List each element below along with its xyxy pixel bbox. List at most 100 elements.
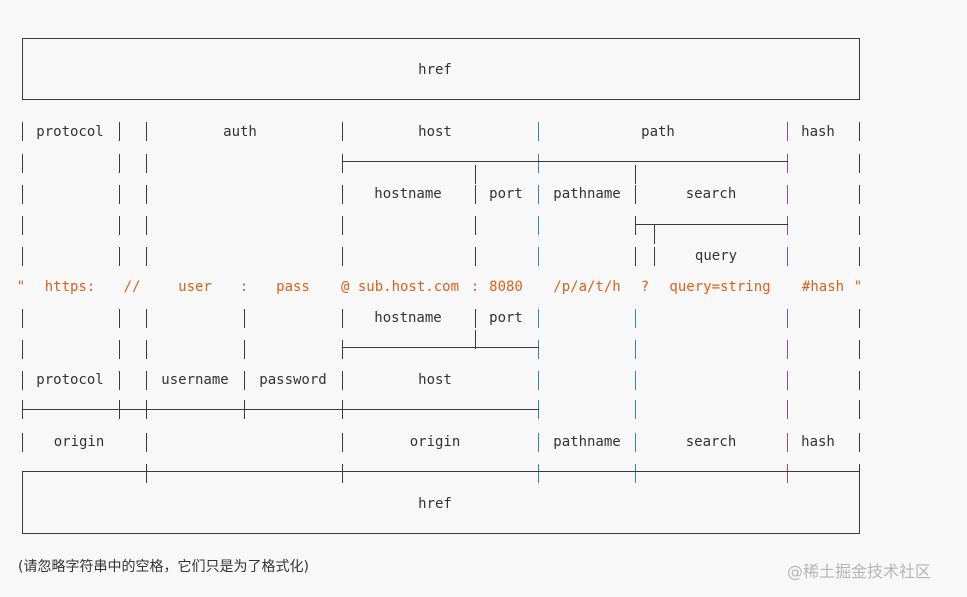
search-left-rule-top — [635, 185, 636, 204]
url-path: /p/a/t/h — [553, 279, 621, 295]
bottom-search-left-rule — [635, 400, 636, 419]
bottom-port-left-rule — [475, 330, 476, 349]
port-left-rule-top — [475, 216, 476, 235]
bottom-right-outer-rule — [859, 400, 860, 419]
url-open-quote: " — [16, 279, 26, 295]
bottom-hash-left-rule — [787, 433, 788, 452]
bottom-right-outer-rule — [859, 309, 860, 328]
url-query: query=string — [669, 279, 771, 295]
href-top-border — [22, 38, 860, 39]
protocol-left-rule — [22, 154, 23, 173]
bottom-protocol-label: protocol — [36, 372, 104, 388]
protocol-right-rule — [119, 154, 120, 173]
url-colon-auth: : — [239, 279, 249, 295]
hash-left-rule — [787, 122, 788, 141]
bottom-search-left-rule — [635, 433, 636, 452]
slashes-right-rule — [146, 154, 147, 173]
bottom-host-left-rule — [342, 433, 343, 452]
bottom-path-left-rule — [538, 309, 539, 328]
url-hash: #hash — [801, 279, 845, 295]
top-protocol-label: protocol — [36, 124, 104, 140]
slashes-right-rule — [146, 216, 147, 235]
bottom-right-outer-rule — [859, 340, 860, 359]
port-left-rule-top — [475, 165, 476, 184]
bottom-path-left-rule — [538, 433, 539, 452]
protocol-right-rule — [119, 185, 120, 204]
bottom-href-label: href — [418, 496, 452, 512]
bottom-hash-left-rule — [787, 340, 788, 359]
top-hash-label: hash — [801, 124, 835, 140]
bottom-host-left-rule — [342, 340, 343, 359]
host-left-rule — [342, 216, 343, 235]
protocol-left-rule — [22, 122, 23, 141]
bottom-protocol-right-rule — [119, 371, 120, 390]
path-left-rule — [538, 122, 539, 141]
top-pathname-label: pathname — [553, 186, 621, 202]
url-port: 8080 — [489, 279, 523, 295]
bottom-search-label: search — [685, 434, 737, 450]
host-left-rule — [342, 247, 343, 266]
right-outer-rule — [859, 247, 860, 266]
protocol-left-rule — [22, 216, 23, 235]
bottom-user-pass-rule — [244, 371, 245, 390]
bottom-search-left-rule — [635, 340, 636, 359]
origin-left-outer — [22, 433, 23, 452]
bottom-href-right-border — [859, 471, 860, 534]
query-left-rule-a — [635, 216, 636, 235]
bottom-href-bottom-border — [22, 533, 860, 534]
bottom-user-pass-rule — [244, 309, 245, 328]
bottom-hash-left-rule — [787, 400, 788, 419]
right-outer-rule — [859, 122, 860, 141]
bottom-left-rule — [22, 309, 23, 328]
bottom-path-left-rule — [538, 371, 539, 390]
bottom-username-label: username — [161, 372, 229, 388]
href-left-border — [22, 38, 23, 100]
href-right-border — [859, 38, 860, 100]
bottom-search-left-rule — [635, 309, 636, 328]
protocol-left-rule — [22, 247, 23, 266]
url-close-quote: " — [853, 279, 863, 295]
url-protocol: https: — [44, 279, 96, 295]
top-search-label: search — [685, 186, 737, 202]
bottom-path-left-rule — [538, 340, 539, 359]
bottom-left-rule — [22, 371, 23, 390]
hash-left-rule — [787, 154, 788, 173]
search-left-rule-top — [635, 165, 636, 184]
bottom-host-label: host — [418, 372, 452, 388]
bottom-protocol-right-rule — [119, 309, 120, 328]
bottom-port-label: port — [489, 310, 523, 326]
bottom-hash-left-rule — [787, 309, 788, 328]
host-bottom-divider — [342, 347, 539, 348]
url-slashes: // — [123, 279, 141, 295]
bottom-slashes-right-rule — [146, 340, 147, 359]
bottom-host-left-rule — [342, 371, 343, 390]
query-left-rule-a — [635, 247, 636, 266]
path-left-rule — [538, 216, 539, 235]
top-hostname-label: hostname — [374, 186, 442, 202]
host-left-rule — [342, 154, 343, 173]
bottom-search-left-rule — [635, 464, 636, 483]
url-pass: pass — [276, 279, 310, 295]
slashes-right-rule — [146, 122, 147, 141]
top-host-label: host — [418, 124, 452, 140]
bottom-password-label: password — [259, 372, 327, 388]
bottom-slashes-right-rule — [146, 309, 147, 328]
url-colon-port: : — [470, 279, 480, 295]
bottom-hash-label: hash — [801, 434, 835, 450]
bottom-host-left-rule — [342, 309, 343, 328]
bottom-hash-left-rule — [787, 371, 788, 390]
href-bottom-border — [22, 99, 860, 100]
path-left-rule — [538, 154, 539, 173]
bottom-href-left-border — [22, 471, 23, 534]
slashes-right-rule — [146, 185, 147, 204]
url-question: ? — [640, 279, 650, 295]
host-left-rule — [342, 185, 343, 204]
bottom-slashes-right-rule — [146, 464, 147, 483]
url-user: user — [178, 279, 212, 295]
hash-left-rule — [787, 185, 788, 204]
protocol-right-rule — [119, 216, 120, 235]
bottom-origin-left-label: origin — [53, 434, 105, 450]
query-left-rule-b — [654, 225, 655, 244]
port-left-rule-top — [475, 247, 476, 266]
